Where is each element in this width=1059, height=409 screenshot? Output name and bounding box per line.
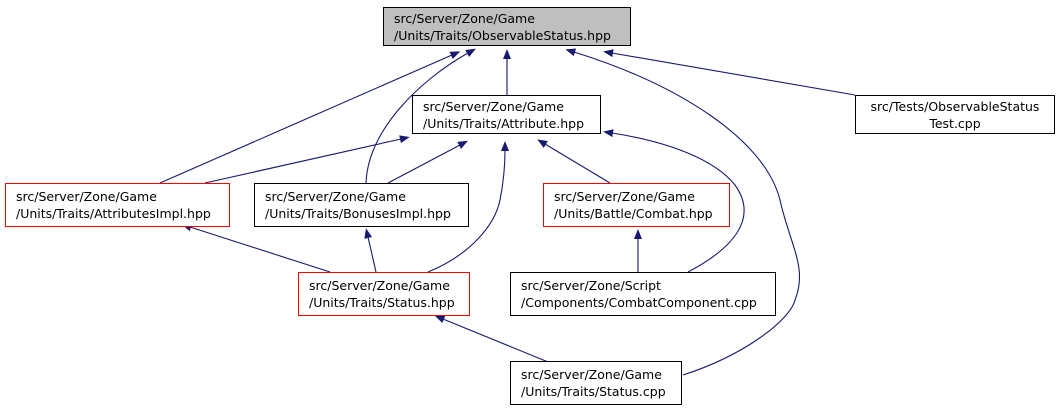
node-label-line2: /Units/Traits/Status.cpp: [521, 384, 666, 399]
node-label-line1: src/Server/Zone/Game: [309, 278, 450, 293]
edge-status-hpp-to-attribute: [427, 141, 509, 273]
node-label-line2: /Units/Traits/ObservableStatus.hpp: [394, 27, 611, 43]
node-label-line1: src/Server/Zone/Script: [521, 278, 661, 293]
edge-status-hpp-to-attributes-impl: [181, 223, 331, 273]
edge-attributes-impl-to-observable-status: [159, 51, 461, 184]
edge-status-hpp-to-bonuses-impl: [364, 228, 377, 273]
node-label-line1: src/Server/Zone/Game: [16, 189, 157, 204]
node-label-line2: /Units/Traits/Status.hpp: [309, 295, 455, 310]
edge-status-cpp-to-status-hpp: [434, 315, 554, 365]
node-label-line2: /Components/CombatComponent.cpp: [521, 295, 757, 310]
node-observable-status-test-cpp[interactable]: src/Tests/ObservableStatus Test.cpp: [855, 95, 1055, 134]
edge-bonuses-impl-to-observable-status: [365, 48, 476, 184]
node-combat-component-cpp[interactable]: src/Server/Zone/Script /Components/Comba…: [510, 272, 776, 316]
edge-attributes-impl-to-attribute: [204, 135, 410, 184]
node-status-hpp[interactable]: src/Server/Zone/Game /Units/Traits/Statu…: [298, 272, 470, 316]
node-label-line1: src/Server/Zone/Game: [554, 189, 695, 204]
node-label-line1: src/Tests/ObservableStatus: [870, 98, 1040, 114]
node-label-line1: src/Server/Zone/Game: [394, 10, 535, 26]
node-attributes-impl-hpp[interactable]: src/Server/Zone/Game /Units/Traits/Attri…: [5, 183, 230, 227]
edge-bonuses-impl-to-attribute: [387, 140, 468, 184]
node-observable-status-hpp: src/Server/Zone/Game /Units/Traits/Obser…: [383, 7, 631, 46]
node-label-line2: Test.cpp: [929, 115, 981, 131]
edge-combat-hpp-to-attribute: [537, 139, 611, 184]
node-label-line2: /Units/Traits/BonusesImpl.hpp: [265, 206, 451, 221]
node-status-cpp[interactable]: src/Server/Zone/Game /Units/Traits/Statu…: [510, 361, 682, 405]
node-label-line2: /Units/Traits/AttributesImpl.hpp: [16, 206, 211, 221]
node-combat-hpp[interactable]: src/Server/Zone/Game /Units/Battle/Comba…: [543, 183, 730, 227]
node-label-line1: src/Server/Zone/Game: [265, 189, 406, 204]
node-label-line1: src/Server/Zone/Game: [521, 367, 662, 382]
edge-combat-component-to-attribute: [603, 129, 745, 273]
node-label-line2: /Units/Traits/Attribute.hpp: [423, 115, 585, 131]
node-bonuses-impl-hpp[interactable]: src/Server/Zone/Game /Units/Traits/Bonus…: [254, 183, 469, 227]
node-label-line2: /Units/Battle/Combat.hpp: [554, 206, 713, 221]
node-attribute-hpp[interactable]: src/Server/Zone/Game /Units/Traits/Attri…: [412, 95, 601, 134]
edge-status-cpp-to-observable-status: [565, 48, 801, 376]
node-label-line1: src/Server/Zone/Game: [423, 98, 564, 114]
edge-test-to-observable-status: [603, 49, 856, 96]
